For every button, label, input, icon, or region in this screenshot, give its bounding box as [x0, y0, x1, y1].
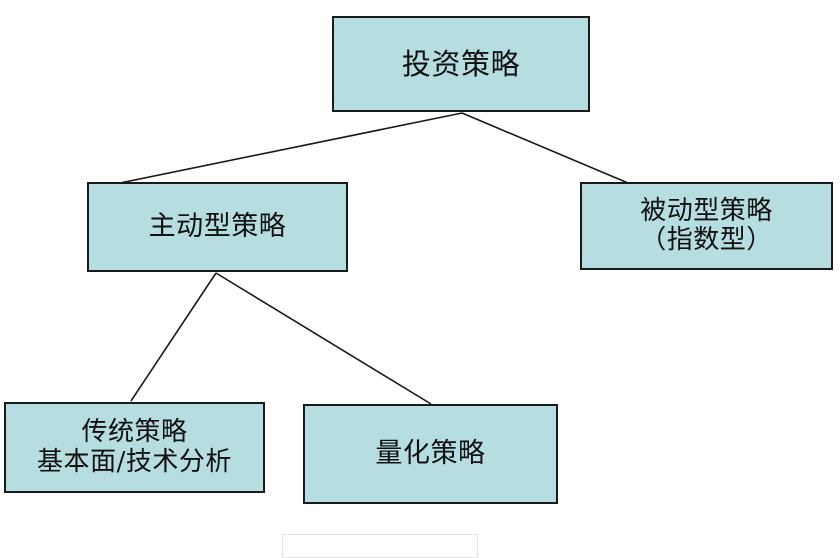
node-quantitative-strategy[interactable]: 量化策略 [303, 404, 558, 504]
node-traditional-strategy[interactable]: 传统策略 基本面/技术分析 [4, 402, 265, 493]
node-active-strategy[interactable]: 主动型策略 [87, 182, 348, 272]
node-passive-strategy[interactable]: 被动型策略 （指数型） [580, 182, 833, 270]
edge-root-to-active [119, 112, 463, 184]
node-label-line-secondary: （指数型） [640, 225, 773, 255]
node-label-line: 传统策略 [81, 417, 188, 448]
node-label-line: 被动型策略 [640, 195, 773, 226]
node-label-line: 主动型策略 [148, 210, 287, 242]
edge-active-to-traditional [130, 272, 217, 402]
node-label-line: 投资策略 [401, 46, 521, 81]
edge-active-to-quant [215, 272, 432, 405]
node-investment-strategy[interactable]: 投资策略 [332, 16, 590, 112]
edge-root-to-passive [461, 112, 629, 184]
node-label-line-secondary: 基本面/技术分析 [37, 446, 232, 477]
node-label-line: 量化策略 [375, 437, 486, 469]
diagram-canvas: 投资策略 主动型策略 被动型策略 （指数型） 传统策略 基本面/技术分析 量化策… [4, 16, 833, 558]
